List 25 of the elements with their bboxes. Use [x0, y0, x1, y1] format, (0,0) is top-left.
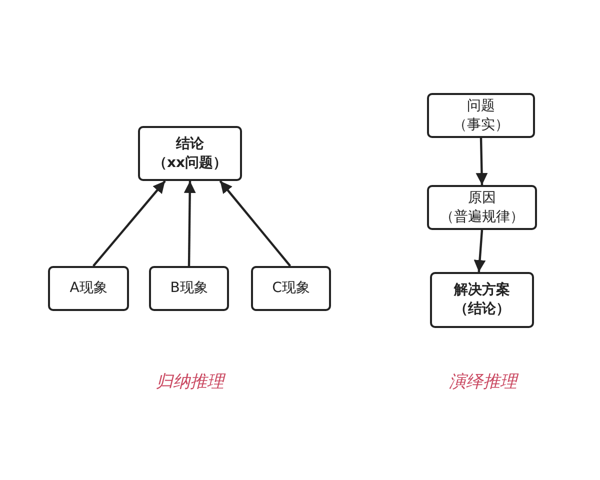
arrow	[476, 138, 488, 186]
caption-text: 演绎推理	[449, 372, 517, 392]
arrow	[474, 230, 486, 272]
caption-text: 归纳推理	[156, 372, 224, 392]
node-title: 结论	[176, 134, 204, 154]
arrow	[92, 180, 166, 267]
node-note: （事实）	[453, 116, 509, 134]
node-note: （xx问题）	[152, 154, 228, 172]
process-box	[427, 185, 537, 230]
node-title: 解决方案	[454, 281, 510, 300]
node-title: C现象	[272, 279, 310, 298]
process-box	[48, 266, 129, 311]
node-title: A现象	[70, 279, 108, 298]
arrow	[184, 180, 196, 266]
node-title: 原因	[468, 188, 496, 208]
node-title: B现象	[170, 279, 208, 298]
process-box	[427, 93, 535, 138]
process-box	[149, 266, 229, 311]
process-box	[251, 266, 331, 311]
node-note: （结论）	[454, 300, 510, 319]
process-box	[138, 126, 242, 181]
process-box	[430, 272, 534, 328]
node-note: （普遍规律）	[440, 208, 524, 226]
node-title: 问题	[467, 96, 495, 116]
arrow	[219, 180, 292, 267]
